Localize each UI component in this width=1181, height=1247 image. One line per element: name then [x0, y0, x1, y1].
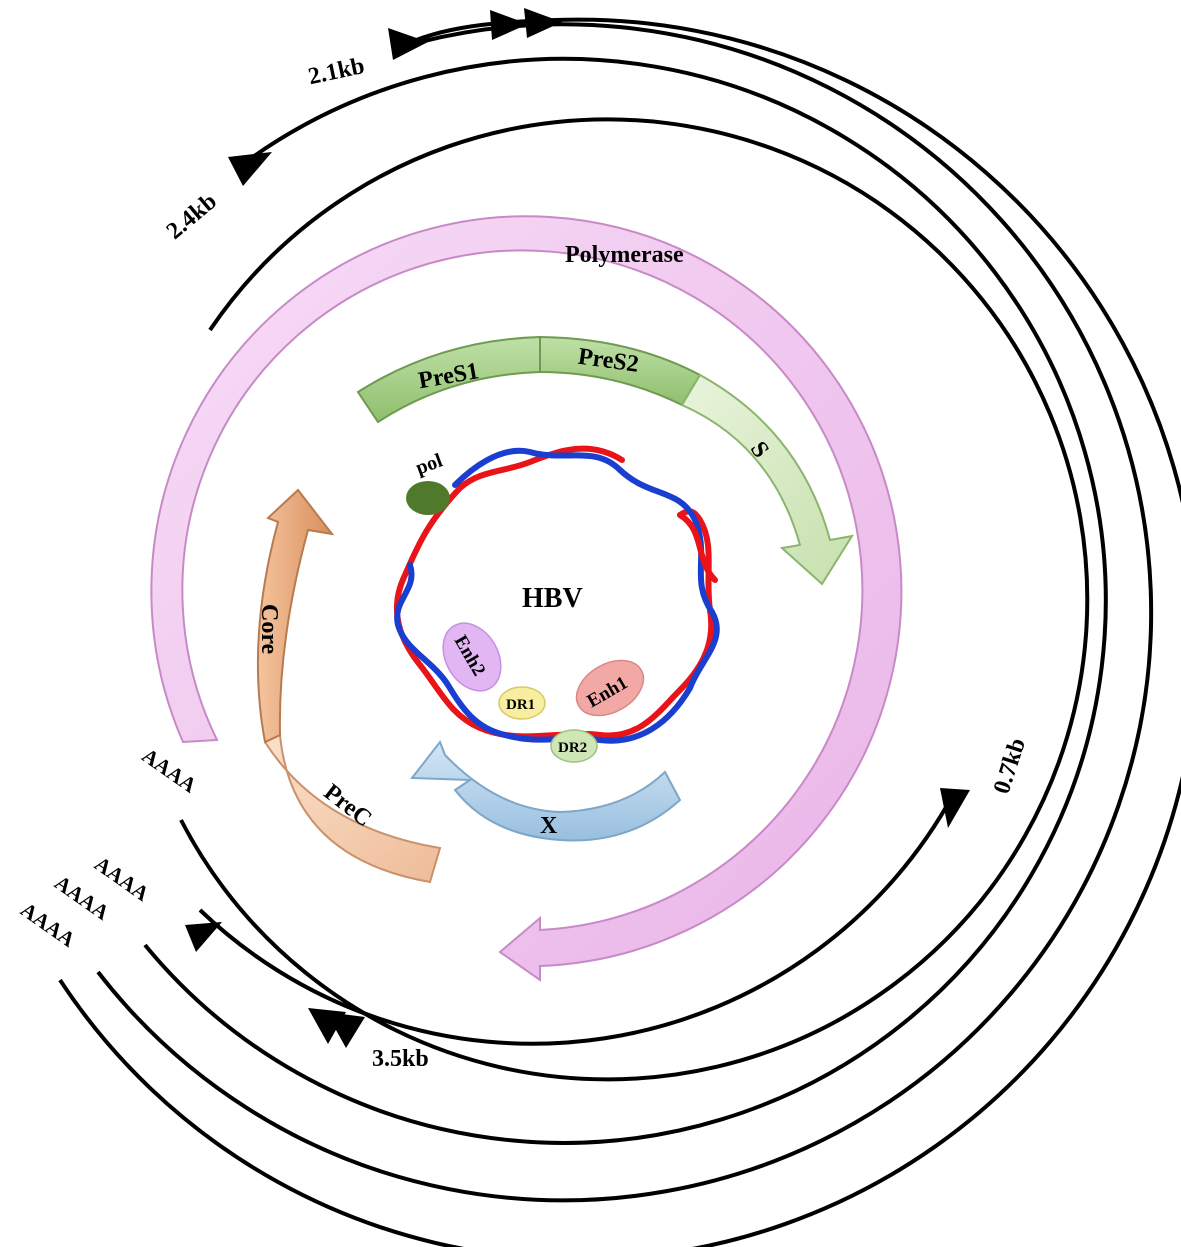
label-3.5kb: 3.5kb [372, 1046, 429, 1072]
core-label: Core [256, 604, 282, 655]
transcript-arcs [58, 17, 1181, 1247]
dr2-label: DR2 [558, 740, 587, 756]
polymerase-arrow [150, 215, 903, 982]
arrowhead-3.5kb-a [185, 922, 222, 952]
x-gene: X [410, 739, 682, 842]
dr1-ellipse [498, 686, 546, 720]
x-arrow [410, 739, 682, 842]
transcript-arc-3.5kb [179, 117, 1090, 1082]
s-segment [680, 373, 855, 586]
polymerase-label: Polymerase [565, 242, 684, 268]
pol-label: pol [413, 449, 446, 479]
transcript-arc-0.7kb-a [198, 794, 955, 1046]
red-strand-gap [677, 512, 718, 583]
core-segment [256, 488, 335, 744]
polymerase-gene: Polymerase [150, 215, 903, 982]
core-genes: Core PreC [256, 488, 442, 884]
transcript-arc-outer [58, 17, 1181, 1247]
prec-segment [263, 733, 442, 884]
label-2.1kb: 2.1kb [306, 53, 367, 90]
dr2-ellipse [550, 729, 598, 763]
dna-elements: pol Enh2 Enh1 DR1 DR2 [406, 449, 645, 763]
polyA-label-1: AAAA [138, 743, 202, 798]
blue-strand [394, 447, 720, 744]
arrowhead-3.5kb-c [326, 1012, 365, 1048]
arrowhead-0.7kb [940, 788, 970, 828]
arrowhead-2.1kb-mid [490, 10, 528, 40]
hbv-dna [393, 445, 720, 744]
arrowhead-2.1kb-start [388, 28, 428, 60]
center-label: HBV [522, 583, 583, 614]
label-0.7kb: 0.7kb [989, 735, 1031, 797]
enh2-ellipse [442, 622, 502, 692]
transcript-arc-2.1kb [96, 22, 1154, 1203]
enh1-ellipse [575, 659, 645, 717]
arrowhead-2.1kb-end [524, 8, 562, 38]
polyA-labels: AAAA AAAA AAAA AAAA [16, 743, 202, 952]
pol-ellipse [406, 481, 450, 515]
polyA-label-4: AAAA [16, 897, 80, 952]
transcript-arc-2.4kb [143, 56, 1108, 1145]
arrowhead-2.4kb [228, 152, 272, 186]
surface-genes: PreS1 PreS2 S [356, 335, 855, 586]
dr1-label: DR1 [506, 697, 535, 713]
label-2.4kb: 2.4kb [162, 188, 222, 244]
x-label: X [540, 813, 558, 839]
transcript-arrowheads [185, 8, 970, 1048]
